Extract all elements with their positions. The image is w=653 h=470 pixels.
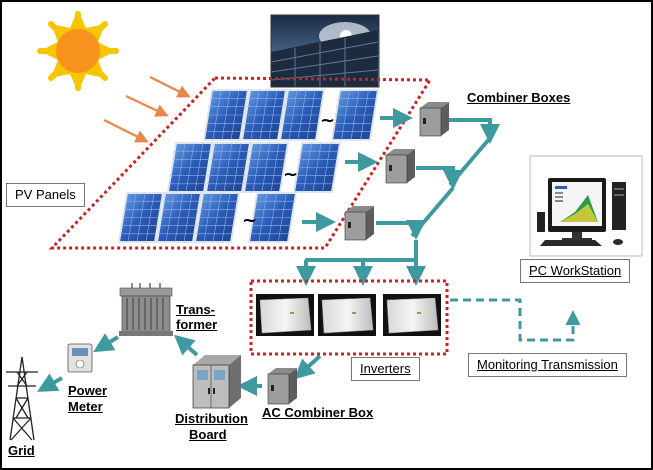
combiner-box-1 (419, 102, 449, 137)
inverter-unit-2 (318, 294, 376, 336)
ac-flow-arrows (37, 333, 322, 396)
combiner-boxes-label: Combiner Boxes (467, 90, 571, 105)
ac-combiner-box-label: AC Combiner Box (262, 405, 374, 420)
transformer-icon (119, 283, 173, 336)
power-meter-label-line1: Power (68, 383, 108, 398)
panel-string-continuation: ~ ~ ~ (242, 110, 335, 231)
inverters-label: Inverters (351, 357, 420, 382)
inverter-unit-3 (383, 294, 441, 336)
inverter-unit-1 (256, 294, 314, 336)
monitoring-transmission-arrow (450, 298, 581, 342)
grid-tower-icon (6, 356, 38, 441)
combiner-box-3 (344, 206, 374, 241)
transformer-label-line2: former (176, 317, 218, 332)
distribution-board-label-line1: Distribution (175, 411, 248, 426)
sun-icon (37, 10, 119, 92)
pc-workstation-label: PC WorkStation (520, 259, 631, 284)
ac-combiner-box (267, 368, 297, 405)
pv-panels-label: PV Panels (6, 183, 85, 208)
svg-text:~: ~ (320, 110, 335, 131)
svg-text:~: ~ (242, 210, 257, 231)
distribution-board-label-line2: Board (189, 427, 227, 442)
monitoring-transmission-label: Monitoring Transmission (468, 353, 627, 378)
inverter-units (256, 294, 441, 336)
power-meter-icon (67, 343, 93, 373)
pv-field-outline (48, 76, 433, 250)
grid-label: Grid (8, 443, 35, 458)
transformer-label-line1: Trans- (176, 302, 216, 317)
pc-workstation-icon (529, 155, 643, 257)
distribution-board (192, 355, 241, 409)
power-meter-label-line2: Meter (68, 399, 103, 414)
sunlight-arrows (103, 76, 191, 143)
dc-flow-arrows (296, 108, 500, 286)
inverters-outline (249, 279, 449, 356)
svg-text:~: ~ (283, 164, 298, 185)
solar-farm-photo (270, 14, 380, 88)
pv-panels (117, 89, 380, 243)
combiner-box-2 (385, 149, 415, 184)
